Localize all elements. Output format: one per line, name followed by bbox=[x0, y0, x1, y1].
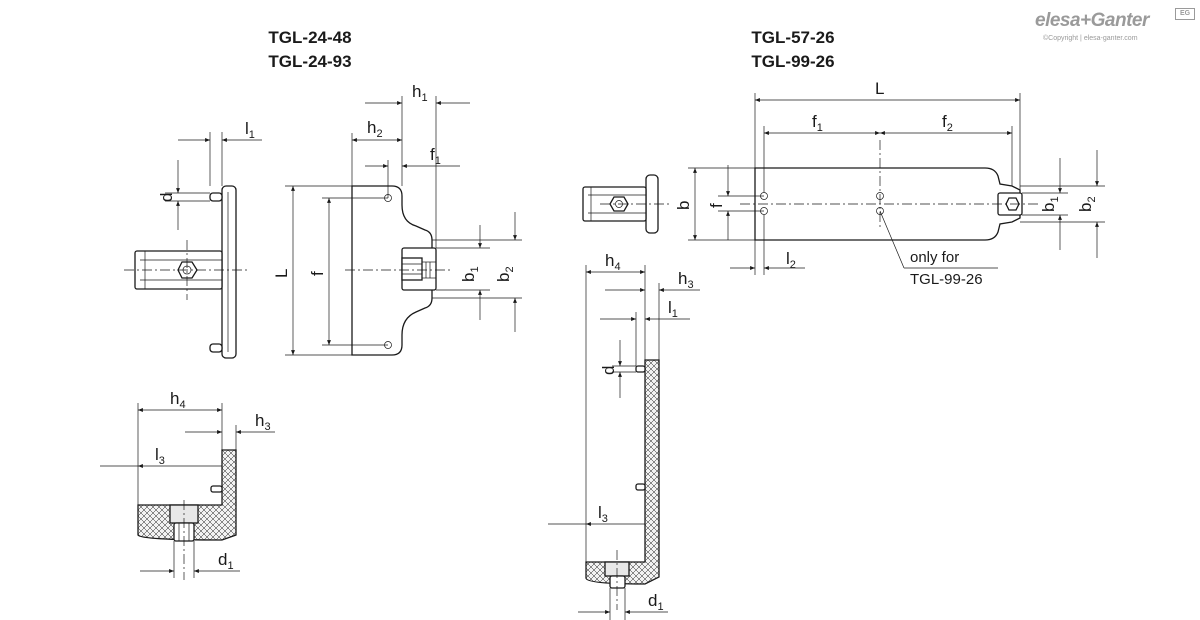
dim-label-f-right: f bbox=[707, 203, 726, 208]
left-side-view bbox=[124, 185, 247, 359]
dim-label-f2-right: f2 bbox=[942, 112, 953, 134]
logo-wordmark: elesa+Ganter bbox=[1035, 10, 1149, 31]
logo-badge: EG bbox=[1175, 8, 1195, 20]
dim-label-f1: f1 bbox=[430, 145, 441, 167]
dim-label-b1-right: b1 bbox=[1039, 196, 1061, 212]
left-drawing-title: TGL-24-48 TGL-24-93 bbox=[240, 26, 380, 74]
title-line-2: TGL-24-93 bbox=[268, 52, 352, 71]
dim-label-b1: b1 bbox=[459, 266, 481, 282]
right-drawing-title: TGL-57-26 TGL-99-26 bbox=[718, 26, 868, 74]
note-line-1: only for bbox=[910, 249, 959, 266]
dimension-labels: l1 d L f h1 h2 f1 b1 b2 h4 h3 l3 d1 L f1… bbox=[155, 79, 1098, 613]
title-line-2: TGL-99-26 bbox=[751, 52, 835, 71]
dim-label-h2: h2 bbox=[367, 118, 383, 140]
dim-label-h3: h3 bbox=[255, 411, 271, 433]
dim-label-f: f bbox=[308, 271, 327, 276]
title-line-1: TGL-24-48 bbox=[268, 28, 352, 47]
left-plate-view bbox=[345, 185, 450, 356]
dim-label-h4-right: h4 bbox=[605, 251, 621, 273]
dim-label-l2-right: l2 bbox=[786, 249, 796, 271]
dim-label-L: L bbox=[272, 269, 291, 278]
dim-label-f1-right: f1 bbox=[812, 112, 823, 134]
dim-label-b-right: b bbox=[674, 201, 693, 210]
dimension-lines bbox=[100, 93, 1105, 620]
dim-label-d-right: d bbox=[599, 366, 618, 375]
dim-label-d: d bbox=[157, 193, 176, 202]
dim-label-l3: l3 bbox=[155, 445, 165, 467]
brand-logo: elesa+Ganter ©Copyright | elesa-ganter.c… bbox=[1035, 8, 1195, 48]
dim-label-h4: h4 bbox=[170, 389, 186, 411]
dim-label-L-right: L bbox=[875, 79, 884, 98]
dim-label-l3-right: l3 bbox=[598, 503, 608, 525]
dim-label-b2-right: b2 bbox=[1076, 196, 1098, 212]
logo-copyright: ©Copyright | elesa-ganter.com bbox=[1043, 35, 1138, 42]
left-section-view bbox=[137, 449, 237, 580]
right-side-view bbox=[582, 174, 670, 234]
dim-label-h1: h1 bbox=[412, 82, 428, 104]
dim-label-l1-right: l1 bbox=[668, 298, 678, 320]
note-line-2: TGL-99-26 bbox=[910, 271, 983, 288]
right-section-view bbox=[585, 359, 660, 610]
dim-label-d1: d1 bbox=[218, 550, 234, 572]
dim-label-l1: l1 bbox=[245, 119, 255, 141]
title-line-1: TGL-57-26 bbox=[751, 28, 835, 47]
dim-label-b2: b2 bbox=[494, 266, 516, 282]
right-plate-view bbox=[740, 140, 1040, 241]
dim-label-h3-right: h3 bbox=[678, 269, 694, 291]
dim-label-d1-right: d1 bbox=[648, 591, 664, 613]
